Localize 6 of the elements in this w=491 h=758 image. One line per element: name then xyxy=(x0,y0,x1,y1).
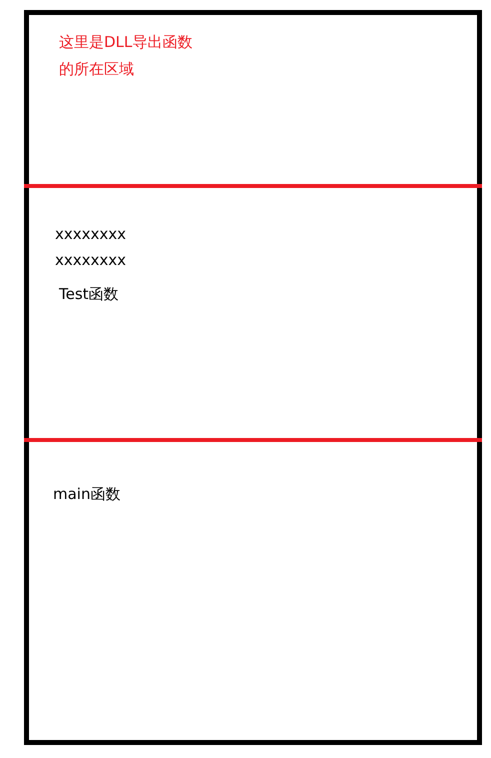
function-label: main函数 xyxy=(53,484,120,505)
code-line: xxxxxxxx xyxy=(55,224,126,245)
function-label: Test函数 xyxy=(59,284,119,305)
code-line: xxxxxxxx xyxy=(55,250,126,271)
region-note: 这里是DLL导出函数的所在区域 xyxy=(59,32,194,80)
outer-frame xyxy=(24,10,482,745)
